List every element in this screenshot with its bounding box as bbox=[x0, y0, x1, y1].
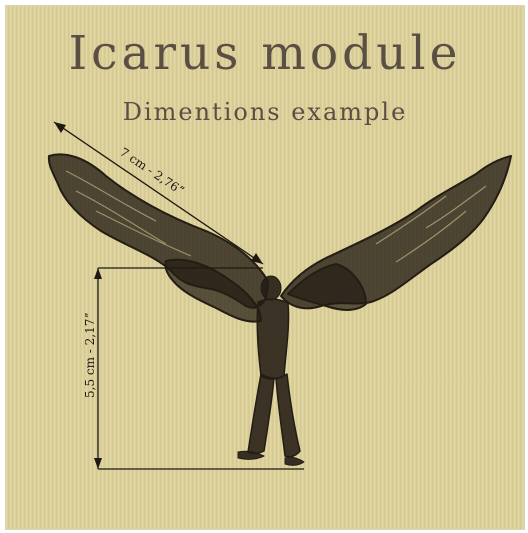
icarus-illustration: 7 cm - 2,76ˮ 5,5 cm - 2,17ˮ bbox=[47, 121, 512, 470]
torso bbox=[256, 298, 290, 380]
icarus-figure bbox=[47, 153, 512, 466]
height-label: 5,5 cm - 2,17ˮ bbox=[83, 313, 97, 398]
wing-span-line bbox=[53, 121, 264, 265]
head bbox=[260, 275, 282, 301]
image-panel: Icarus module Dimentions example bbox=[5, 5, 525, 530]
left-leg bbox=[247, 373, 275, 455]
right-leg bbox=[275, 373, 301, 458]
left-wing-lower bbox=[164, 258, 262, 323]
height-arrow-bottom bbox=[94, 458, 102, 469]
title: Icarus module bbox=[68, 26, 462, 81]
wing-span-dimension bbox=[53, 121, 264, 265]
right-foot bbox=[284, 456, 305, 466]
wing-span-arrow-start bbox=[54, 122, 66, 133]
height-dimension bbox=[94, 267, 304, 470]
subtitle: Dimentions example bbox=[122, 98, 408, 126]
height-arrow-top bbox=[94, 268, 102, 279]
feather-texture bbox=[65, 170, 487, 263]
wing-span-arrow-end bbox=[251, 253, 263, 264]
left-foot bbox=[237, 450, 265, 460]
right-wing-lower bbox=[287, 263, 367, 311]
